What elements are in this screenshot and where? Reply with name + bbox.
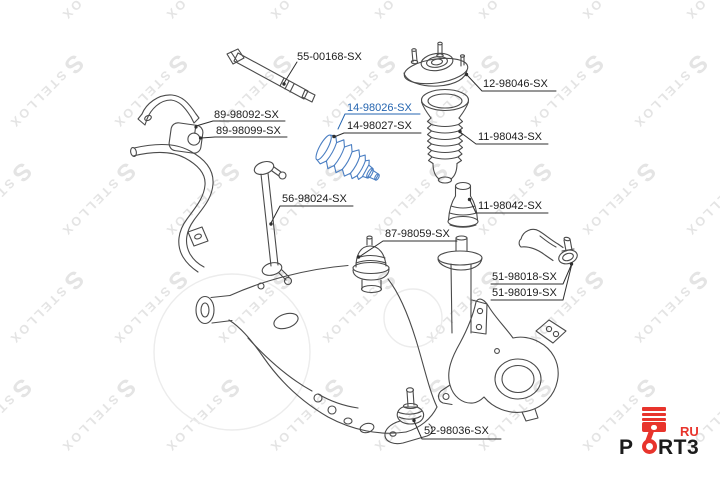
bump-stop-art [447,181,479,228]
ball-joint-art [384,387,433,445]
part-label-14-98026-sx[interactable]: 14-98026-SX [347,102,412,114]
logo-text-rt3: RT3 [658,436,700,459]
part-label-14-98027-sx: 14-98027-SX [347,120,412,132]
strut-boot-art [420,88,470,184]
stabilizer-bushing-art [168,122,204,154]
part-label-87-98059-sx: 87-98059-SX [385,228,450,240]
knuckle-art [437,235,567,422]
part-label-51-98019-sx: 51-98019-SX [492,287,557,299]
part-label-89-98099-sx: 89-98099-SX [216,125,281,137]
tie-rod-end-art [518,228,578,265]
watermark-circles [153,273,443,431]
part-label-89-98092-sx: 89-98092-SX [214,109,279,121]
steering-rack-boot-art [315,134,386,184]
stabilizer-bracket-art [137,94,200,126]
leader-lines [194,61,574,440]
part-label-11-98042-sx: 11-98042-SX [478,200,543,212]
logo-o-ring-icon [642,439,657,454]
part-label-11-98043-sx: 11-98043-SX [478,131,543,143]
strut-mount-art [403,41,469,87]
stabilizer-bar-art [130,144,214,273]
part-label-55-00168-sx: 55-00168-SX [297,51,362,63]
logo-text-ru: RU [680,424,699,439]
part-label-56-98024-sx: 56-98024-SX [282,193,347,205]
part-label-52-98036-sx: 52-98036-SX [424,425,489,437]
control-arm-art [195,264,438,434]
logo-text-p: P [619,436,634,459]
port3-logo[interactable]: P RT3 RU [616,398,716,460]
part-label-51-98018-sx: 51-98018-SX [492,271,557,283]
tie-rod-art [226,48,316,103]
part-label-12-98046-sx: 12-98046-SX [483,78,548,90]
